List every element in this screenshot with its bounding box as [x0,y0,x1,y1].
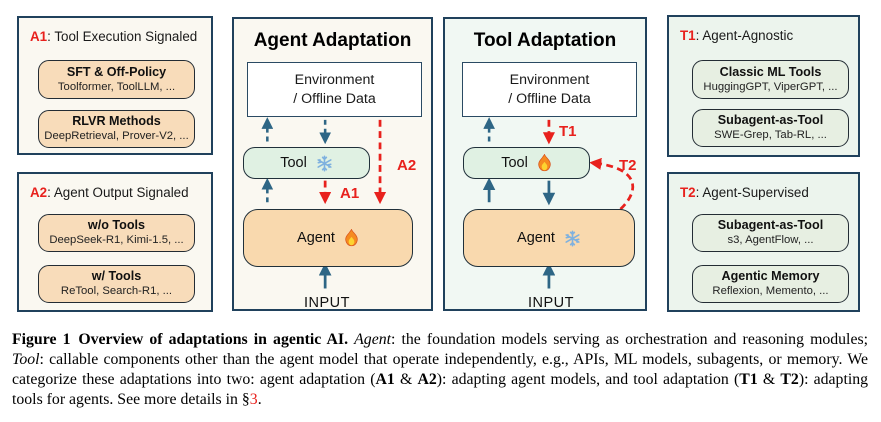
method-chip-subagent-agnostic: Subagent-as-Tool SWE-Grep, Tab-RL, ... [692,109,849,147]
flame-icon [344,229,359,247]
arrow-label-a1: A1 [340,185,360,202]
panel-t1-header: T1: Agent-Agnostic [680,28,793,43]
flame-icon [537,154,552,172]
agent-label: Agent [517,230,555,246]
caption-ref-t1: T1 [739,371,758,389]
caption-term-agent: Agent [354,331,392,348]
environment-line2: / Offline Data [508,90,591,107]
caption-term-tool: Tool [12,351,40,369]
agent-label: Agent [297,230,335,246]
agent-node-trained: Agent [243,209,413,267]
section-3-link[interactable]: 3 [249,391,258,409]
caption-segment: ): adapting tools for agents. See more d… [12,371,869,409]
panel-t2-header: T2: Agent-Supervised [680,185,809,200]
figure-1-diagram: A1: Tool Execution Signaled SFT & Off-Po… [17,15,860,312]
snowflake-icon [316,154,333,172]
input-label: INPUT [304,295,350,311]
panel-a1-header: A1: Tool Execution Signaled [30,29,197,44]
caption-segment: ): adapting agent models, and tool adapt… [436,371,740,389]
arrow-label-t2: T2 [619,157,637,174]
panel-a1: A1: Tool Execution Signaled SFT & Off-Po… [17,16,213,155]
panel-t1-tag: T1 [680,28,696,43]
method-chip-classic-ml: Classic ML Tools HuggingGPT, ViperGPT, .… [692,60,849,99]
caption-ref-a1: A1 [375,371,395,389]
method-chip-sft-offpolicy: SFT & Off-Policy Toolformer, ToolLLM, ..… [38,60,195,99]
snowflake-icon [564,229,581,247]
method-chip-rlvr: RLVR Methods DeepRetrieval, Prover-V2, .… [38,110,195,148]
panel-a2-title: : Agent Output Signaled [47,185,189,200]
panel-tool-adaptation: Tool Adaptation Environment / Offline Da… [443,17,647,311]
method-chip-w-tools: w/ Tools ReTool, Search-R1, ... [38,265,195,303]
chip-examples: Reflexion, Memento, ... [712,285,829,298]
chip-examples: SWE-Grep, Tab-RL, ... [714,129,827,142]
panel-a1-tag: A1 [30,29,48,44]
arrow-label-a2: A2 [397,157,417,174]
chip-name: Agentic Memory [721,269,820,284]
agent-adaptation-title: Agent Adaptation [253,30,412,51]
input-label: INPUT [528,295,574,311]
figure-caption: Figure 1 Overview of adaptations in agen… [12,330,868,410]
chip-examples: DeepRetrieval, Prover-V2, ... [44,130,189,143]
chip-name: Subagent-as-Tool [717,218,824,233]
method-chip-agentic-memory: Agentic Memory Reflexion, Memento, ... [692,265,849,303]
chip-name: Classic ML Tools [719,64,822,79]
method-chip-wo-tools: w/o Tools DeepSeek-R1, Kimi-1.5, ... [38,214,195,252]
caption-figure-label: Figure 1 Overview of adaptations in agen… [12,331,349,348]
caption-segment: & [394,371,418,389]
caption-ref-t2: T2 [780,371,799,389]
panel-t2: T2: Agent-Supervised Subagent-as-Tool s3… [667,172,860,312]
chip-name: w/ Tools [91,269,142,284]
chip-name: w/o Tools [87,218,146,233]
panel-a2: A2: Agent Output Signaled w/o Tools Deep… [17,172,213,312]
panel-t2-title: : Agent-Supervised [695,185,809,200]
panel-t1-title: : Agent-Agnostic [695,28,794,43]
panel-a2-tag: A2 [30,185,48,200]
method-chip-subagent-supervised: Subagent-as-Tool s3, AgentFlow, ... [692,214,849,252]
tool-label: Tool [501,155,528,171]
caption-segment: . [257,391,262,409]
caption-segment: & [757,371,781,389]
chip-examples: HuggingGPT, ViperGPT, ... [703,80,838,93]
chip-name: RLVR Methods [72,114,161,129]
tool-label: Tool [280,155,307,171]
chip-name: Subagent-as-Tool [717,113,824,128]
tool-node-frozen: Tool [243,147,370,179]
chip-examples: ReTool, Search-R1, ... [60,285,173,298]
panel-t2-tag: T2 [680,185,696,200]
panel-a2-header: A2: Agent Output Signaled [30,185,189,200]
tool-adaptation-title: Tool Adaptation [473,30,617,51]
environment-line1: Environment [294,72,375,89]
panel-t1: T1: Agent-Agnostic Classic ML Tools Hugg… [667,15,860,157]
environment-box: Environment / Offline Data [247,62,422,117]
environment-line1: Environment [509,72,590,89]
caption-segment: : callable components other than the age… [12,351,868,389]
tool-node-trained: Tool [463,147,590,179]
panel-agent-adaptation: Agent Adaptation Environment / Offline D… [232,17,433,311]
environment-line2: / Offline Data [293,90,376,107]
chip-examples: DeepSeek-R1, Kimi-1.5, ... [49,234,184,247]
chip-examples: s3, AgentFlow, ... [727,234,814,247]
environment-box: Environment / Offline Data [462,62,637,117]
chip-examples: Toolformer, ToolLLM, ... [57,80,176,93]
panel-a1-title: : Tool Execution Signaled [47,29,198,44]
arrow-label-t1: T1 [559,123,577,140]
caption-segment: : the foundation models serving as orche… [391,331,868,348]
caption-ref-a2: A2 [417,371,437,389]
agent-node-frozen: Agent [463,209,635,267]
chip-name: SFT & Off-Policy [66,64,167,79]
